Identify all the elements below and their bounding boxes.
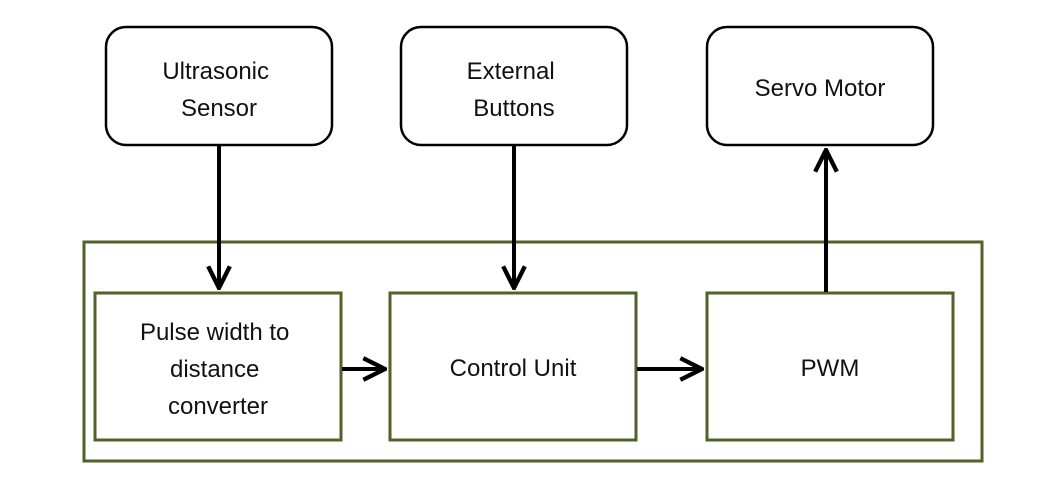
svg-text:Ultrasonic Sensor: Ultrasonic Sensor (162, 58, 275, 122)
control-unit-box (388, 291, 638, 442)
ultrasonic-sensor-label-line-1: Ultrasonic (162, 58, 269, 85)
pwm-label: PWM (801, 355, 860, 382)
servo-motor-box (705, 25, 935, 147)
control-unit-node: Control Unit (388, 291, 638, 442)
pwm-box (705, 291, 955, 442)
ultrasonic-sensor-box (104, 25, 334, 147)
pulse-converter-label-line-2: distance (170, 356, 259, 383)
pulse-converter-node: Pulse width to distance converter (93, 291, 343, 442)
external-buttons-label-line-2: Buttons (473, 95, 554, 122)
pulse-converter-label-line-3: converter (168, 393, 268, 420)
svg-text:Servo Motor: Servo Motor (755, 75, 886, 102)
control-unit-label: Control Unit (450, 355, 577, 382)
ultrasonic-sensor-node: Ultrasonic Sensor (104, 25, 334, 147)
pulse-converter-label-line-1: Pulse width to (140, 319, 289, 346)
svg-text:Control Unit: Control Unit (450, 355, 577, 382)
servo-motor-node: Servo Motor (705, 25, 935, 147)
ultrasonic-sensor-label-line-2: Sensor (181, 95, 257, 122)
system-container (82, 240, 984, 463)
pwm-node: PWM (705, 291, 955, 442)
external-buttons-label-line-1: External (467, 58, 555, 85)
external-buttons-node: External Buttons (399, 25, 629, 147)
pulse-converter-box (93, 291, 343, 442)
svg-text:PWM: PWM (801, 355, 860, 382)
svg-text:External Buttons: External Buttons (467, 58, 562, 122)
servo-motor-label: Servo Motor (755, 75, 886, 102)
svg-text:Pulse width to distance: Pulse width to distance converter (140, 319, 296, 420)
external-buttons-box (399, 25, 629, 147)
